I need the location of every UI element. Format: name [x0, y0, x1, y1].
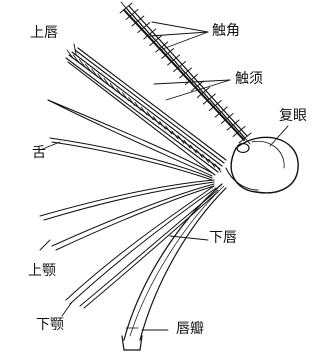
label-upper-lip: 上唇 — [30, 26, 58, 40]
label-antenna: 触角 — [212, 24, 240, 38]
head-shape — [226, 137, 298, 193]
lower-lip-shape — [124, 184, 226, 340]
labellum-shape — [122, 328, 142, 350]
leader-lines — [40, 22, 288, 330]
label-mandible: 下颚 — [36, 318, 64, 332]
upper-lip-shape — [48, 100, 214, 176]
palp-shape — [66, 48, 226, 175]
label-palp: 触须 — [235, 72, 263, 86]
label-maxilla: 上颚 — [28, 264, 56, 278]
label-compound-eye: 复眼 — [279, 109, 307, 123]
label-labellum: 唇瓣 — [176, 322, 204, 336]
label-lower-lip: 下唇 — [209, 231, 237, 245]
mandible-shape — [66, 186, 218, 308]
label-tongue: 舌 — [32, 146, 46, 160]
